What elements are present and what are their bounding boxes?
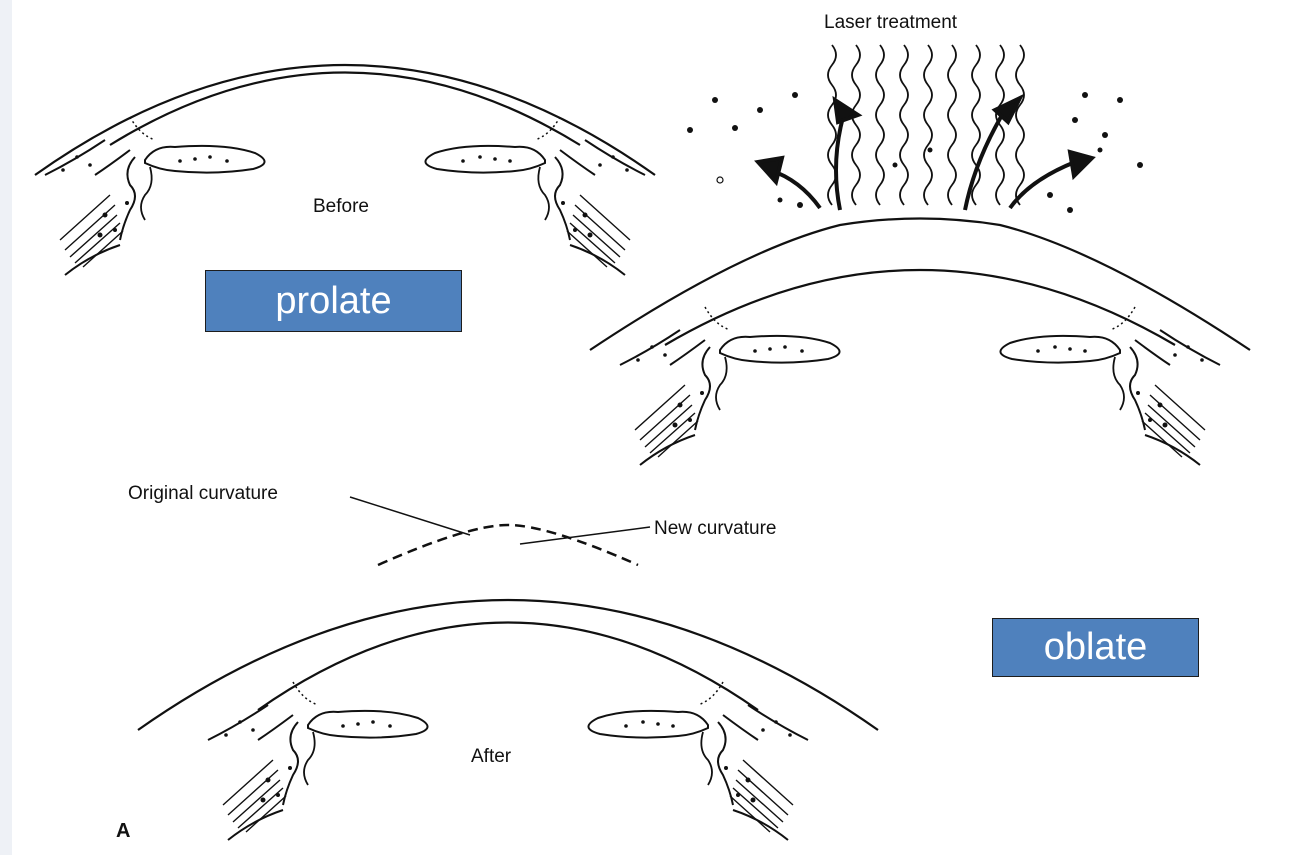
oblate-box: oblate	[992, 618, 1199, 677]
new-curvature-label: New curvature	[654, 518, 777, 540]
before-eye	[35, 65, 655, 275]
laser-eye	[590, 219, 1250, 466]
after-eye	[138, 525, 878, 840]
panel-letter: A	[116, 820, 130, 843]
laser-treatment-label: Laser treatment	[824, 12, 957, 34]
after-label: After	[471, 746, 511, 768]
original-curvature-label: Original curvature	[128, 483, 278, 505]
prolate-box: prolate	[205, 270, 462, 332]
before-label: Before	[313, 196, 369, 218]
leader-lines	[350, 497, 650, 544]
